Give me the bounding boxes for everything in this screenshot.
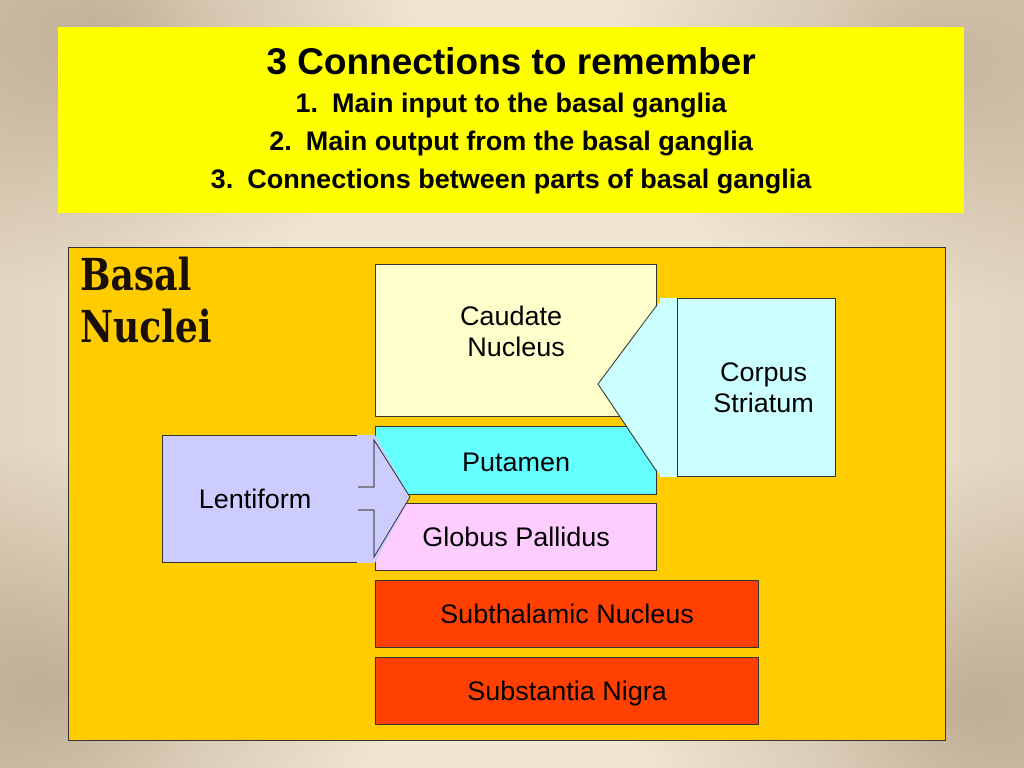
diagram-title: Basal Nuclei — [80, 250, 212, 353]
header-box: 3 Connections to remember 1.Main input t… — [58, 27, 964, 213]
lentiform-box: Lentiform — [162, 435, 358, 563]
connections-list: 1.Main input to the basal ganglia 2.Main… — [58, 84, 964, 198]
slide-title: 3 Connections to remember — [266, 41, 756, 82]
list-item: 2.Main output from the basal ganglia — [269, 126, 753, 156]
list-item: 3.Connections between parts of basal gan… — [210, 164, 812, 194]
substantia-nigra-box: Substantia Nigra — [375, 657, 759, 725]
list-item: 1.Main input to the basal ganglia — [295, 88, 727, 118]
caudate-nucleus-box: Caudate Nucleus — [375, 264, 657, 417]
corpus-striatum-box: Corpus Striatum — [677, 298, 836, 477]
putamen-box: Putamen — [375, 426, 657, 495]
globus-pallidus-box: Globus Pallidus — [375, 503, 657, 571]
subthalamic-nucleus-box: Subthalamic Nucleus — [375, 580, 759, 648]
